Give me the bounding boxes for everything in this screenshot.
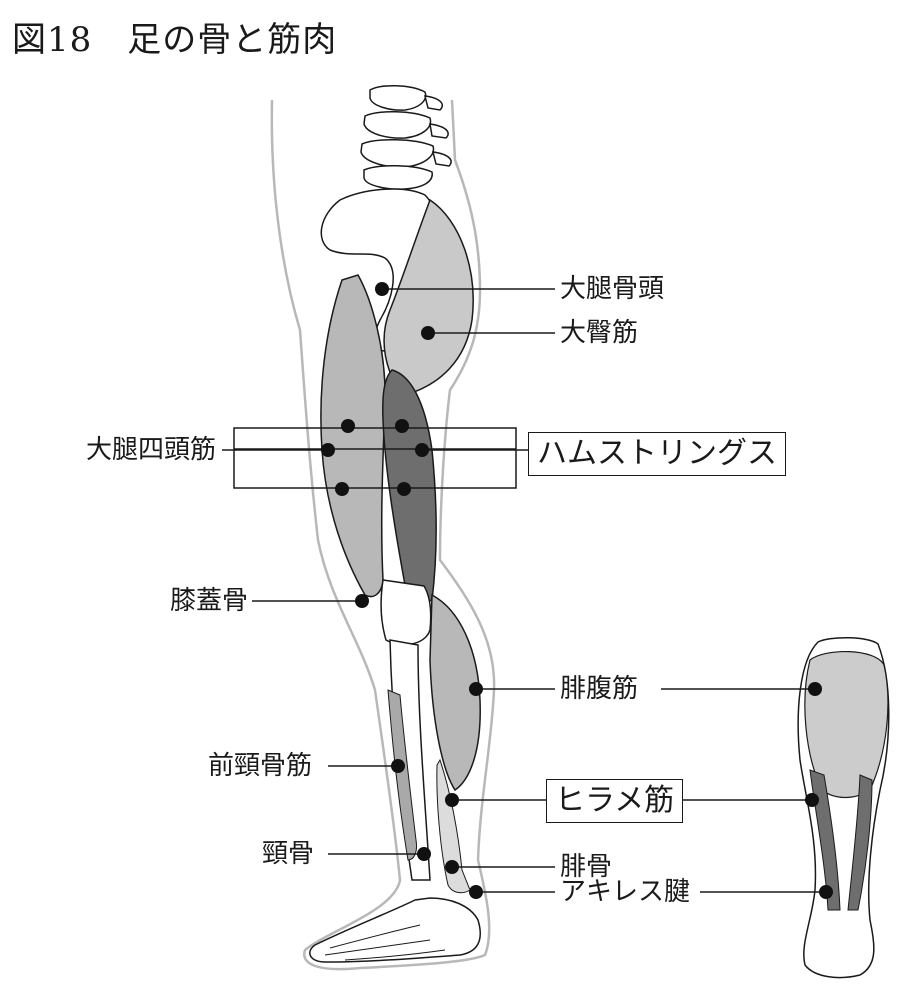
knee-bone	[380, 579, 432, 646]
label-brackets	[233, 427, 517, 489]
label-patella: 膝蓋骨	[170, 586, 249, 616]
dot-achilles	[469, 885, 483, 899]
dot-gastrocnemius-inset	[808, 682, 822, 696]
spine-vertebrae	[360, 85, 452, 190]
label-soleus: ヒラメ筋	[546, 779, 684, 823]
dot-quadriceps-2	[321, 443, 335, 457]
dot-quadriceps-1	[341, 419, 355, 433]
label-achilles: アキレス腱	[560, 877, 691, 907]
leader-lines	[222, 288, 826, 893]
label-fibula: 腓骨	[560, 852, 613, 882]
figure-title: 図18 足の骨と筋肉	[12, 20, 338, 60]
dot-hamstrings-3	[397, 482, 411, 496]
label-quadriceps: 大腿四頭筋	[86, 435, 217, 465]
dot-tibialis-anterior	[391, 759, 405, 773]
quadriceps-muscle	[320, 274, 386, 598]
dot-fibula	[445, 860, 459, 874]
label-gluteus: 大臀筋	[560, 318, 639, 348]
dot-patella	[355, 594, 369, 608]
label-femoral-head: 大腿骨頭	[560, 274, 665, 304]
dot-tibia	[417, 847, 431, 861]
dot-hamstrings-2	[415, 443, 429, 457]
soleus-muscle	[436, 758, 471, 894]
dot-soleus	[445, 793, 459, 807]
callout-dots	[321, 282, 833, 899]
label-tibia: 頸骨	[262, 839, 315, 869]
gastrocnemius-muscle	[429, 593, 481, 792]
dot-hamstrings-1	[395, 419, 409, 433]
label-gastrocnemius: 腓腹筋	[560, 674, 639, 704]
label-tibialis-anterior: 前頸骨筋	[208, 751, 313, 781]
dot-soleus-inset	[805, 793, 819, 807]
dot-achilles-inset	[819, 885, 833, 899]
foot-bones	[309, 897, 481, 963]
dot-gluteus	[421, 326, 435, 340]
toe-lines	[324, 924, 446, 961]
dot-quadriceps-3	[335, 482, 349, 496]
body-outline	[270, 99, 496, 971]
dot-femoral-head	[375, 282, 389, 296]
dot-gastrocnemius	[469, 682, 483, 696]
label-hamstrings: ハムストリングス	[528, 432, 786, 476]
